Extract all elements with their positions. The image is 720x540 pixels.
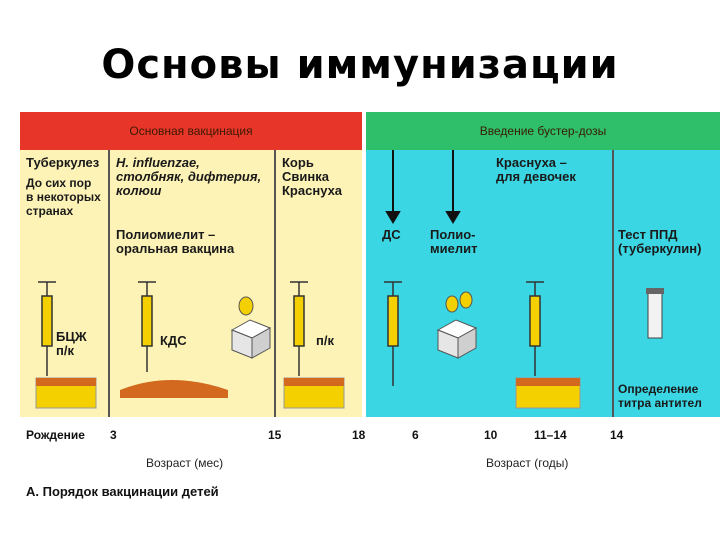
axis-tick: 15 [268, 428, 281, 442]
skin-icon [36, 378, 580, 408]
vaccination-diagram: Основная вакцинация Введение бустер-дозы… [20, 112, 720, 507]
arrow-icon [387, 150, 459, 222]
axis-tick: 6 [412, 428, 419, 442]
axis-title-months: Возраст (мес) [146, 456, 223, 470]
axis-tick: 18 [352, 428, 365, 442]
axis-tick: 14 [610, 428, 623, 442]
axis-title-years: Возраст (годы) [486, 456, 568, 470]
test-tube-icon [646, 288, 664, 338]
slide-title: Основы иммунизации [0, 42, 720, 88]
axis-tick: 3 [110, 428, 117, 442]
figure-caption: А. Порядок вакцинации детей [26, 484, 219, 499]
axis-tick: Рождение [26, 428, 85, 442]
axis-tick: 10 [484, 428, 497, 442]
vaccination-illustration [20, 112, 720, 417]
sugar-cube-icon [232, 292, 476, 358]
axis-tick: 11–14 [534, 428, 567, 442]
